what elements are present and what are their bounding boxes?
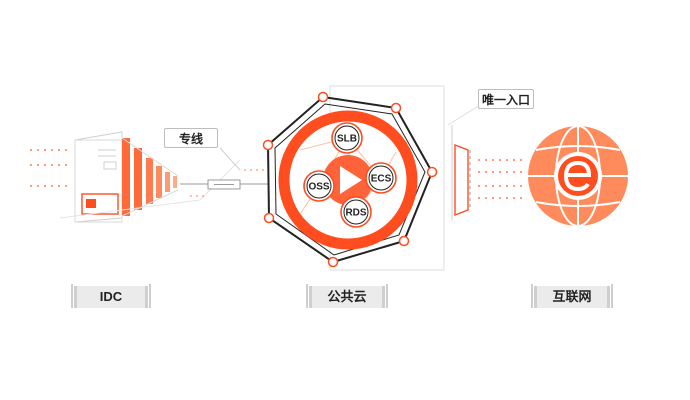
- label-brackets: [71, 284, 613, 308]
- service-label-ecs: ECS: [371, 174, 392, 185]
- single-entry-tag: 唯一入口: [478, 89, 534, 109]
- idc-label: IDC: [74, 286, 148, 308]
- gateway-icon: [447, 104, 481, 220]
- cloud-group: SLB ECS OSS RDS: [262, 85, 445, 271]
- internet-label-text: 互联网: [552, 289, 592, 304]
- service-node-slb: SLB: [331, 122, 363, 154]
- dedicated-line-tag-label: 专线: [178, 132, 203, 146]
- cloud-octagon-outer: [266, 95, 434, 264]
- service-node-oss: OSS: [303, 170, 335, 202]
- service-label-oss: OSS: [308, 182, 329, 193]
- internet-label: 互联网: [534, 286, 610, 308]
- service-label-rds: RDS: [345, 208, 366, 219]
- dedicated-line-connector: [180, 147, 268, 197]
- cloud-label: 公共云: [309, 286, 385, 308]
- service-label-slb: SLB: [337, 134, 357, 145]
- octagon-vertices: [262, 91, 438, 268]
- idc-group: [30, 131, 268, 223]
- internet-data-dots: [478, 159, 522, 199]
- service-node-ecs: ECS: [365, 162, 397, 194]
- idc-label-text: IDC: [99, 289, 123, 304]
- service-node-rds: RDS: [340, 196, 372, 228]
- cloud-label-text: 公共云: [327, 289, 367, 304]
- single-entry-tag-label: 唯一入口: [481, 93, 530, 107]
- dedicated-line-tag: 专线: [164, 128, 218, 148]
- internet-e-icon: [528, 125, 628, 227]
- idc-data-dots: [30, 149, 70, 187]
- server-icon: [59, 131, 241, 223]
- play-button[interactable]: [323, 155, 373, 205]
- play-icon[interactable]: [340, 166, 362, 194]
- internet-group: [447, 104, 628, 227]
